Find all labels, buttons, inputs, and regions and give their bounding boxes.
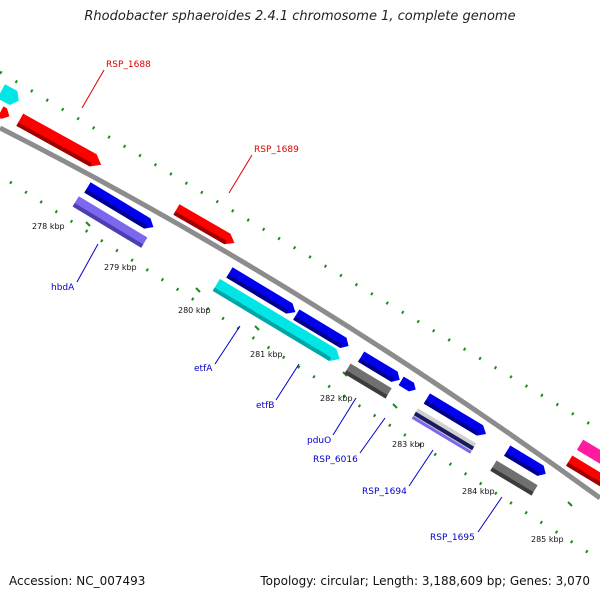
connector-rsp1694 — [408, 449, 434, 487]
gene-label-rsp6016: RSP_6016 — [313, 455, 358, 465]
tick-label-282: 282 kbp — [320, 394, 353, 403]
label-connectors — [76, 69, 503, 533]
gene-label-pduo: pduO — [307, 436, 331, 446]
tick-label-279: 279 kbp — [104, 263, 137, 272]
gene-rsp1695 — [490, 460, 538, 496]
gene-label-hbda: hbdA — [51, 283, 75, 293]
gene-blue-small — [398, 376, 416, 392]
tick-label-284: 284 kbp — [462, 487, 495, 496]
connector-etfb — [275, 363, 300, 401]
outer-guide-line — [0, 70, 600, 432]
connector-rsp1688 — [81, 69, 105, 109]
gene-pduo — [344, 363, 392, 399]
gene-label-rsp1688: RSP_1688 — [106, 60, 151, 70]
genes — [0, 84, 600, 496]
gene-label-rsp1689: RSP_1689 — [254, 145, 299, 155]
tick-label-285: 285 kbp — [531, 535, 564, 544]
connector-rsp1695 — [477, 496, 503, 533]
gene-blue-etfa-top — [226, 267, 296, 314]
connector-rsp1689 — [228, 154, 253, 194]
gene-hbda — [72, 196, 148, 248]
tick-label-280: 280 kbp — [178, 306, 211, 315]
accession-label: Accession: NC_007493 — [9, 574, 146, 588]
gene-partial-cyan — [0, 84, 19, 105]
chromosome-backbone — [0, 125, 600, 501]
tick-label-281: 281 kbp — [250, 350, 283, 359]
tick-label-278: 278 kbp — [32, 222, 65, 231]
summary-label: Topology: circular; Length: 3,188,609 bp… — [260, 574, 590, 588]
gene-rsp1689 — [173, 204, 235, 245]
gene-label-rsp1695: RSP_1695 — [430, 533, 475, 543]
gene-partial-red — [0, 106, 10, 119]
gene-etfa — [212, 278, 340, 361]
gene-partial-red-right — [566, 455, 600, 489]
gene-blue-282 — [358, 351, 400, 382]
connector-rsp6016 — [359, 417, 386, 454]
connector-hbda — [76, 243, 99, 283]
gene-rsp1688 — [16, 113, 102, 167]
gene-labels: RSP_1688 RSP_1689 hbdA etfA etfB pduO RS… — [51, 60, 475, 543]
inner-guide-line — [9, 180, 600, 562]
gene-blue-283 — [423, 393, 487, 436]
gene-blue-284 — [504, 445, 546, 476]
gene-blue-hbda-top — [84, 182, 154, 229]
gene-label-rsp1694: RSP_1694 — [362, 487, 407, 497]
tick-labels: 278 kbp 279 kbp 280 kbp 281 kbp 282 kbp … — [32, 222, 564, 544]
gene-label-etfa: etfA — [194, 364, 213, 374]
map-title: Rhodobacter sphaeroides 2.4.1 chromosome… — [84, 9, 516, 24]
gene-etfb — [293, 309, 349, 349]
tick-label-283: 283 kbp — [392, 440, 425, 449]
connector-pduo — [332, 397, 357, 436]
gene-label-etfb: etfB — [256, 401, 274, 411]
connector-etfa — [214, 325, 241, 365]
